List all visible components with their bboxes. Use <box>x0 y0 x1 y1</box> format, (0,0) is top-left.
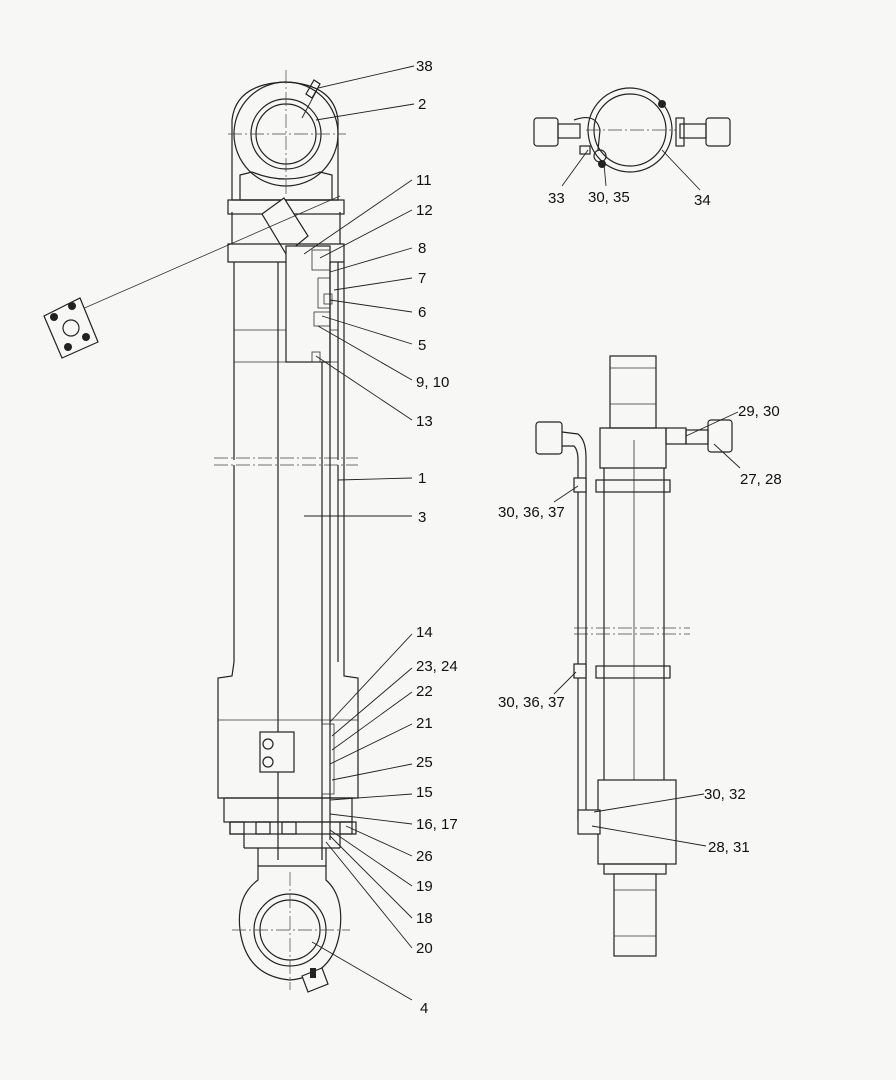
label-12: 12 <box>416 202 433 219</box>
side-view-labels: 29, 30 27, 28 30, 36, 37 30, 36, 37 30, … <box>498 403 782 856</box>
label-14: 14 <box>416 624 433 641</box>
label-18: 18 <box>416 910 433 927</box>
label-26: 26 <box>416 848 433 865</box>
label-22: 22 <box>416 683 433 700</box>
main-leaders <box>301 65 415 1001</box>
port-block <box>261 197 309 255</box>
label-13: 13 <box>416 413 433 430</box>
label-2: 2 <box>418 96 426 113</box>
label-3: 3 <box>418 509 426 526</box>
label-1: 1 <box>418 470 426 487</box>
label-33: 33 <box>548 190 565 207</box>
side-view-assembly <box>535 355 733 957</box>
label-9-10: 9, 10 <box>416 374 449 391</box>
top-eye <box>227 70 346 244</box>
label-7: 7 <box>418 270 426 287</box>
label-38: 38 <box>416 58 433 75</box>
gland-bolts <box>229 821 357 835</box>
label-30-36-37-upper: 30, 36, 37 <box>498 504 565 521</box>
label-15: 15 <box>416 784 433 801</box>
label-30-35: 30, 35 <box>588 189 630 206</box>
label-11: 11 <box>416 172 432 189</box>
label-23-24: 23, 24 <box>416 658 458 675</box>
label-30-36-37-lower: 30, 36, 37 <box>498 694 565 711</box>
label-34: 34 <box>694 192 711 209</box>
top-view-leaders <box>561 149 701 191</box>
label-16-17: 16, 17 <box>416 816 458 833</box>
label-5: 5 <box>418 337 426 354</box>
main-cylinder-assembly <box>43 70 359 993</box>
top-view-assembly <box>533 87 731 173</box>
label-20: 20 <box>416 940 433 957</box>
side-view-leaders <box>553 411 741 847</box>
label-19: 19 <box>416 878 433 895</box>
label-30-32: 30, 32 <box>704 786 746 803</box>
label-27-28: 27, 28 <box>740 471 782 488</box>
label-6: 6 <box>418 304 426 321</box>
bottom-eye <box>232 865 350 993</box>
label-4: 4 <box>420 1000 428 1017</box>
flange-plate <box>43 297 99 359</box>
top-view-labels: 33 30, 35 34 <box>548 189 711 209</box>
main-part-labels: 38 2 11 12 8 7 6 5 9, 10 13 1 3 14 23, 2… <box>416 58 458 1017</box>
label-25: 25 <box>416 754 433 771</box>
label-21: 21 <box>416 715 433 732</box>
label-29-30: 29, 30 <box>738 403 780 420</box>
label-8: 8 <box>418 240 426 257</box>
label-28-31: 28, 31 <box>708 839 750 856</box>
